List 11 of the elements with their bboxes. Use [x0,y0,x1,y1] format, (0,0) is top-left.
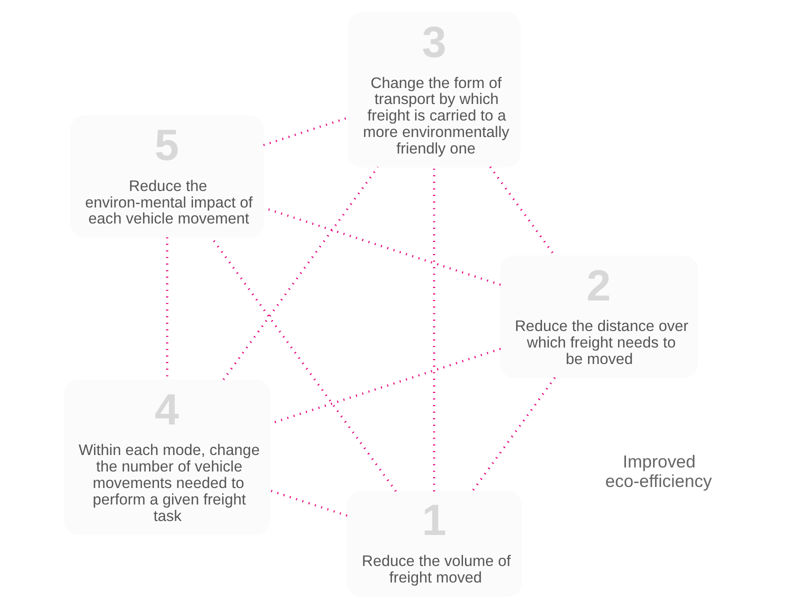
connector [262,206,500,286]
node-text: Reduce the environ-mental impact of each vehicle movement [84,178,252,228]
label: Improved eco-efficiency [604,451,712,492]
connector [470,377,556,492]
connector [222,166,378,380]
node-text: Reduce the distance over which freight needs to be moved [514,318,688,368]
connector [270,490,347,517]
node-text: Change the form of transport by which freight is carried to a more environmentally friendly one [362,74,509,158]
node-text: Reduce the volume of freight moved [361,552,510,586]
node-text: Within each mode, change the number of vehicle movements needed to perform a given freight task [78,442,260,525]
connector [262,116,348,146]
